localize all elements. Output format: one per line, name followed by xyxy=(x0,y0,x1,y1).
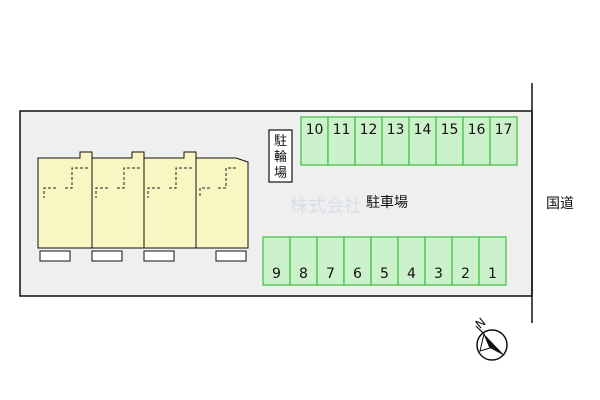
parking-space-number: 14 xyxy=(414,122,432,138)
north-arrow-icon xyxy=(475,325,508,361)
parking-space xyxy=(408,116,437,166)
parking-space-number: 5 xyxy=(380,266,389,282)
parking-space-number: 13 xyxy=(387,122,405,138)
parking-space xyxy=(354,116,383,166)
parking-space xyxy=(435,116,464,166)
building-unit xyxy=(37,151,93,262)
parking-space-number: 16 xyxy=(468,122,486,138)
parking-space-number: 7 xyxy=(326,266,335,282)
bicycle-parking-label: 駐 輪 場 xyxy=(274,134,291,181)
parking-space xyxy=(478,236,507,286)
parking-space xyxy=(262,236,291,286)
parking-space xyxy=(397,236,426,286)
building-unit xyxy=(195,157,249,262)
watermark-text: 株式会社 xyxy=(290,196,362,217)
building-unit xyxy=(143,151,197,262)
road-label: 国道 xyxy=(546,196,574,212)
parking-space xyxy=(327,116,356,166)
parking-row-bottom: 9 8 7 6 5 4 3 2 1 xyxy=(262,236,507,286)
building-unit xyxy=(91,151,145,262)
parking-space-number: 15 xyxy=(441,122,459,138)
parking-space-number: 11 xyxy=(333,122,351,138)
parking-space-number: 17 xyxy=(495,122,513,138)
parking-space-number: 4 xyxy=(407,266,416,282)
parking-space-number: 2 xyxy=(461,266,470,282)
parking-space-number: 3 xyxy=(434,266,443,282)
north-label: N xyxy=(473,315,489,331)
parking-space xyxy=(289,236,318,286)
parking-space-number: 8 xyxy=(299,266,308,282)
parking-space xyxy=(343,236,372,286)
building-units xyxy=(37,151,249,262)
parking-space xyxy=(424,236,453,286)
bicycle-parking-box xyxy=(268,129,293,183)
parking-space-number: 1 xyxy=(488,266,497,282)
parking-lot-label: 駐車場 xyxy=(366,194,408,211)
parking-row-top: 10 11 12 13 14 15 16 17 xyxy=(300,116,518,166)
parking-space-number: 10 xyxy=(306,122,324,138)
parking-space xyxy=(489,116,518,166)
parking-space-number: 12 xyxy=(360,122,378,138)
parking-space xyxy=(451,236,480,286)
parking-space-number: 6 xyxy=(353,266,362,282)
parking-space-number: 9 xyxy=(272,266,281,282)
parking-space xyxy=(300,116,329,166)
parking-space xyxy=(381,116,410,166)
